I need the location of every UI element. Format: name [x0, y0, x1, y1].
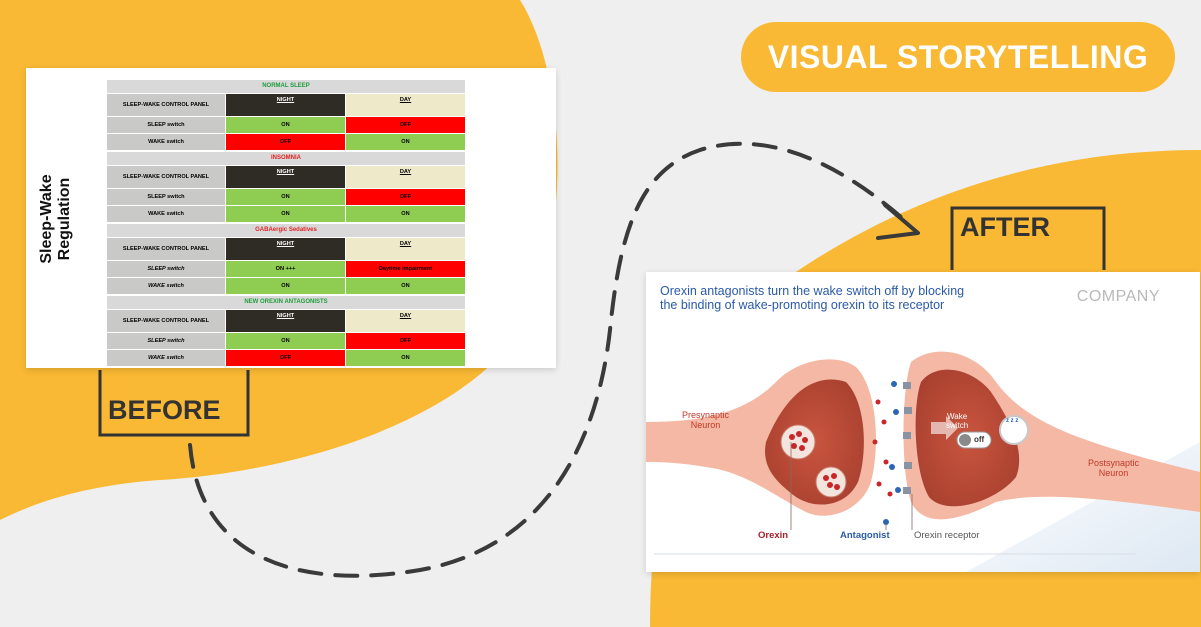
section-title: INSOMNIA — [107, 152, 465, 165]
row-label: SLEEP switch — [107, 117, 225, 133]
day-cell: OFF — [346, 189, 465, 205]
row-label: WAKE switch — [107, 134, 225, 150]
wake-label-line2: switch — [946, 421, 969, 430]
day-header: DAY — [346, 94, 465, 116]
postsynaptic-label-line1: Postsynaptic — [1088, 458, 1140, 468]
after-card: Orexin antagonists turn the wake switch … — [646, 272, 1200, 572]
day-cell: ON — [346, 350, 465, 366]
postsynaptic-label-line2: Neuron — [1098, 468, 1129, 478]
control-panel-cell: SLEEP-WAKE CONTROL PANEL — [107, 238, 225, 260]
orexin-molecules — [789, 399, 893, 497]
orexin-receptors — [903, 382, 912, 494]
after-heading: Orexin antagonists turn the wake switch … — [660, 284, 990, 312]
night-cell: ON — [226, 117, 345, 133]
synapse-illustration — [646, 351, 1200, 572]
vesicle-2 — [815, 466, 847, 498]
night-cell: ON — [226, 206, 345, 222]
banner-title: VISUAL STORYTELLING — [767, 38, 1149, 75]
presynaptic-label-line1: Presynaptic — [682, 410, 730, 420]
day-cell: ON — [346, 278, 465, 294]
row-label: WAKE switch — [107, 206, 225, 222]
after-tag-frame — [950, 206, 1106, 270]
night-cell: ON +++ — [226, 261, 345, 277]
vertical-title: Sleep-Wake Regulation — [38, 174, 73, 264]
night-cell: OFF — [226, 350, 345, 366]
antagonist-label: Antagonist — [840, 530, 890, 541]
section-title: NEW OREXIN ANTAGONISTS — [107, 296, 465, 309]
row-label: WAKE switch — [107, 350, 225, 366]
row-label: SLEEP switch — [107, 261, 225, 277]
before-tag-frame — [98, 370, 250, 437]
row-label: SLEEP switch — [107, 189, 225, 205]
row-label: SLEEP switch — [107, 333, 225, 349]
sleep-z-icon: z z z — [1006, 418, 1019, 424]
day-cell: ON — [346, 134, 465, 150]
arrow-to-switch — [931, 416, 958, 440]
wake-switch-label: Wake switch — [946, 412, 968, 430]
night-header: NIGHT — [226, 166, 345, 188]
day-header: DAY — [346, 310, 465, 332]
night-header: NIGHT — [226, 238, 345, 260]
orexin-label: Orexin — [758, 530, 789, 541]
heading-line-2: the binding of wake-promoting orexin to … — [660, 298, 945, 312]
presynaptic-label-line2: Neuron — [690, 420, 721, 430]
control-panel-cell: SLEEP-WAKE CONTROL PANEL — [107, 166, 225, 188]
control-panel-cell: SLEEP-WAKE CONTROL PANEL — [107, 310, 225, 332]
row-label: WAKE switch — [107, 278, 225, 294]
day-header: DAY — [346, 238, 465, 260]
control-panel-cell: SLEEP-WAKE CONTROL PANEL — [107, 94, 225, 116]
night-cell: ON — [226, 278, 345, 294]
switch-state: off — [974, 435, 985, 444]
antagonist-molecules — [883, 381, 901, 525]
day-header: DAY — [346, 166, 465, 188]
section-title: NORMAL SLEEP — [107, 80, 465, 93]
dashed-arrow-path — [188, 141, 912, 578]
heading-line-1: Orexin antagonists turn the wake switch … — [660, 284, 965, 298]
night-header: NIGHT — [226, 310, 345, 332]
presynaptic-label: Presynaptic Neuron — [682, 410, 729, 430]
day-cell: OFF — [346, 117, 465, 133]
after-tag: AFTER — [960, 212, 1050, 242]
company-logo: COMPANY — [1076, 288, 1160, 305]
night-header: NIGHT — [226, 94, 345, 116]
orexin-receptor-label: Orexin receptor — [914, 530, 980, 541]
arrow-head-icon — [876, 203, 920, 240]
sleep-indicator — [999, 415, 1029, 445]
title-banner: VISUAL STORYTELLING — [741, 22, 1175, 92]
day-cell: ON — [346, 206, 465, 222]
night-cell: OFF — [226, 134, 345, 150]
night-cell: ON — [226, 333, 345, 349]
day-cell: OFF — [346, 333, 465, 349]
postsynaptic-label: Postsynaptic Neuron — [1088, 458, 1139, 478]
vesicle-1 — [780, 424, 816, 460]
day-cell: Daytime impairment — [346, 261, 465, 277]
wake-label-line1: Wake — [947, 412, 968, 421]
before-tag: BEFORE — [108, 395, 221, 425]
night-cell: ON — [226, 189, 345, 205]
section-title: GABAergic Sedatives — [107, 224, 465, 237]
